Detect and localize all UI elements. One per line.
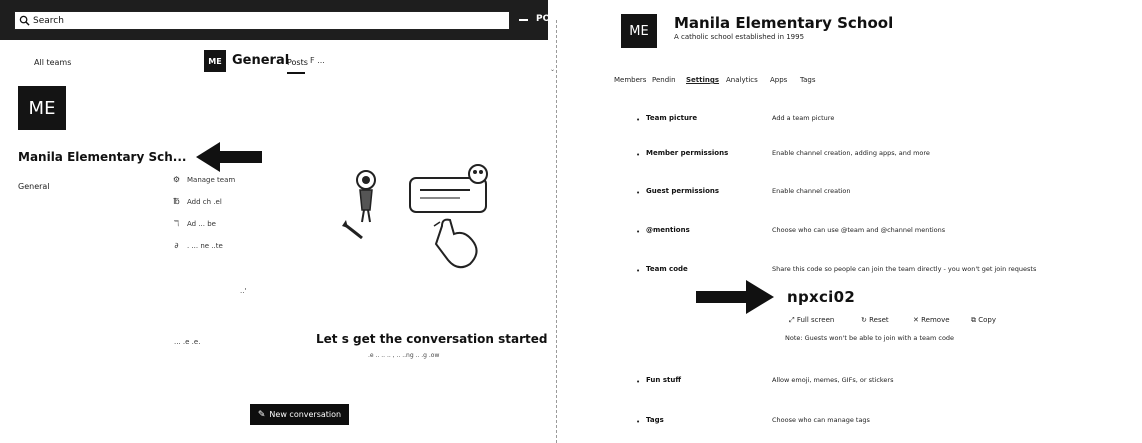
expand-icon: ⤢ [789, 316, 795, 324]
conversation-heading: Let s get the conversation started [316, 332, 548, 346]
conversation-subheading: .e .. .. .. , .. ..ng .. .g .ow [368, 352, 440, 359]
setting-label: Team picture [646, 114, 698, 122]
menu-item-add-channel[interactable]: ℔ Add ch .el [172, 197, 222, 206]
menu-item-label: Manage team [187, 175, 236, 184]
team-name[interactable]: Manila Elementary Sch... [18, 150, 187, 164]
title-bar: PO [0, 0, 548, 40]
remove-icon: ✕ [913, 316, 919, 324]
setting-description: Enable channel creation, adding apps, an… [772, 149, 930, 157]
setting-member-permissions[interactable]: • Member permissions Enable channel crea… [596, 149, 1142, 161]
expand-chevron-icon: • [636, 189, 641, 197]
expand-chevron-icon: • [636, 151, 641, 159]
menu-item-leave-team[interactable]: ∂ . ... ne ..te [172, 241, 223, 250]
tab-pending[interactable]: Pendin [652, 76, 676, 84]
menu-item-label: Add ch .el [187, 197, 222, 206]
setting-description: Add a team picture [772, 114, 835, 122]
menu-item-add-member[interactable]: ℸ Ad ... be [172, 219, 216, 228]
minimize-icon[interactable] [519, 19, 528, 21]
tab-posts[interactable]: Posts [287, 58, 308, 67]
search-icon [19, 15, 30, 26]
tab-apps[interactable]: Apps [770, 76, 788, 84]
search-input[interactable] [33, 15, 473, 26]
channel-header-title: General [232, 53, 290, 68]
setting-description: Enable channel creation [772, 187, 851, 195]
all-teams-link[interactable]: All teams [34, 58, 72, 67]
reset-button[interactable]: ↻ Reset [861, 316, 889, 324]
expand-chevron-icon: • [636, 378, 641, 386]
menu-item-more[interactable]: ..' [240, 287, 247, 295]
leave-icon: ∂ [174, 241, 179, 250]
action-label: Reset [869, 316, 889, 324]
new-conversation-label: New conversation [269, 410, 342, 419]
channel-item-general[interactable]: General [18, 182, 50, 191]
setting-description: Choose who can manage tags [772, 416, 870, 424]
setting-description: Allow emoji, memes, GIFs, or stickers [772, 376, 894, 384]
gear-icon: ⚙ [172, 175, 181, 184]
copy-button[interactable]: ⧉ Copy [971, 316, 996, 325]
conversation-illustration [342, 164, 488, 269]
copy-icon: ⧉ [971, 316, 976, 324]
action-label: Full screen [796, 316, 835, 324]
menu-item-label: Ad ... be [187, 219, 216, 228]
team-code-note: Note: Guests won't be able to join with … [785, 334, 955, 342]
full-screen-button[interactable]: ⤢ Full screen [789, 316, 834, 325]
setting-label: Fun stuff [646, 376, 682, 384]
setting-tags[interactable]: • Tags Choose who can manage tags [596, 416, 1142, 428]
action-label: Copy [978, 316, 996, 324]
tab-settings[interactable]: Settings [686, 76, 720, 84]
expand-chevron-icon: • [636, 267, 641, 275]
add-channel-icon: ℔ [173, 197, 180, 206]
compose-icon: ✎ [257, 409, 266, 420]
new-conversation-button[interactable]: ✎ New conversation [250, 404, 349, 425]
expand-chevron-icon: • [636, 418, 641, 426]
channel-header-avatar: ME [204, 50, 226, 72]
setting-fun-stuff[interactable]: • Fun stuff Allow emoji, memes, GIFs, or… [596, 376, 1142, 388]
setting-description: Share this code so people can join the t… [772, 265, 1037, 273]
action-label: Remove [921, 316, 950, 324]
team-avatar-large: ME [621, 14, 657, 48]
pointer-arrow-left [196, 142, 262, 172]
remove-button[interactable]: ✕ Remove [913, 316, 950, 324]
pointer-arrow-right [696, 280, 774, 314]
team-code-value: npxci02 [787, 288, 856, 306]
setting-label: Guest permissions [646, 187, 720, 195]
panel-divider [556, 20, 557, 443]
active-tab-indicator [287, 72, 305, 74]
reset-icon: ↻ [861, 316, 867, 324]
team-avatar: ME [18, 86, 66, 130]
menu-item-get-link[interactable]: ... .e .e. [174, 338, 201, 346]
expand-chevron-icon: • [636, 228, 641, 236]
setting-guest-permissions[interactable]: • Guest permissions Enable channel creat… [596, 187, 1142, 199]
tab-files[interactable]: F ... [310, 56, 325, 65]
tab-members[interactable]: Members [614, 76, 647, 84]
search-box[interactable] [14, 11, 510, 30]
setting-team-code[interactable]: • Team code Share this code so people ca… [596, 265, 1142, 277]
tab-tags[interactable]: Tags [800, 76, 816, 84]
tab-analytics[interactable]: Analytics [726, 76, 758, 84]
team-settings-panel: ME Manila Elementary School A catholic s… [596, 0, 1142, 443]
setting-team-picture[interactable]: • Team picture Add a team picture [596, 114, 1142, 126]
setting-label: Member permissions [646, 149, 729, 157]
expand-chevron-icon: • [636, 116, 641, 124]
profile-button[interactable]: PO [536, 14, 548, 24]
setting-label: Tags [646, 416, 664, 424]
team-title: Manila Elementary School [674, 14, 894, 32]
menu-item-label: . ... ne ..te [187, 241, 223, 250]
team-description: A catholic school established in 1995 [674, 33, 805, 41]
scroll-marker: ⌄ [550, 66, 556, 73]
add-member-icon: ℸ [173, 219, 180, 228]
menu-item-manage-team[interactable]: ⚙ Manage team [172, 175, 235, 184]
setting-description: Choose who can use @team and @channel me… [772, 226, 946, 234]
teams-window: PO All teams ME Manila Elementary Sch...… [0, 0, 548, 443]
setting-label: Team code [646, 265, 688, 273]
setting-mentions[interactable]: • @mentions Choose who can use @team and… [596, 226, 1142, 238]
setting-label: @mentions [646, 226, 690, 234]
